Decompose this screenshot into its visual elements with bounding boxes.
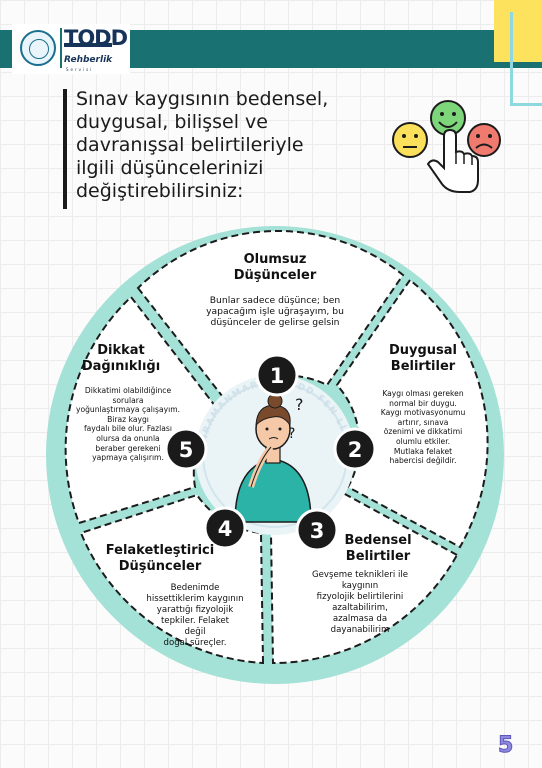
title-line: Sınav kaygısının bedensel, xyxy=(76,88,329,110)
pointing-hand-icon xyxy=(426,128,479,193)
title-line: değiştirebilirsiniz: xyxy=(76,180,244,202)
segment-body: Bunlar sadece düşünce; ben yapacağım işl… xyxy=(206,295,344,328)
segment-body: Bedenimde hissettiklerim kaygının yaratt… xyxy=(146,583,244,648)
title-line: davranışsal belirtileriyle xyxy=(76,134,304,156)
title-line: duygusal, bilişsel ve xyxy=(76,111,268,133)
badge-number: 3 xyxy=(310,519,325,543)
title-accent-bar xyxy=(63,89,67,209)
logo-strip xyxy=(64,43,112,47)
badge-3: 3 xyxy=(295,508,339,552)
badge-number: 4 xyxy=(218,517,233,541)
school-seal-icon xyxy=(20,30,56,66)
page-number: 5 xyxy=(497,733,514,759)
yellow-corner-block xyxy=(494,0,542,62)
badge-number: 5 xyxy=(179,438,194,462)
badge-number: 1 xyxy=(270,364,285,388)
segment-2-shape xyxy=(335,278,489,549)
segment-body: Kaygı olması gereken normal bir duygu. K… xyxy=(380,389,466,466)
page-title: Sınav kaygısının bedensel, duygusal, bil… xyxy=(76,88,376,203)
svg-text:?: ? xyxy=(288,426,295,442)
segment-body: Dikkatimi olabildiğince sorulara yoğunla… xyxy=(75,386,181,463)
badge-1: 1 xyxy=(255,353,299,397)
badge-2: 2 xyxy=(333,427,377,471)
title-line: ilgili düşüncelerinizi xyxy=(76,157,264,179)
logo-divider xyxy=(60,28,62,68)
anxiety-wheel-diagram: KAHRAMANMARAŞ TODD FEN LİSESİ ? ? 1 2 3 … xyxy=(45,225,504,684)
sad-face-icon xyxy=(467,123,501,157)
badge-number: 2 xyxy=(348,438,363,462)
neutral-face-icon xyxy=(392,122,428,158)
emotion-faces-icon xyxy=(392,100,501,193)
thinking-girl-icon: ? ? xyxy=(234,393,312,523)
logo-small-text: Servisi xyxy=(66,67,94,72)
badge-5: 5 xyxy=(164,427,208,471)
segment-body: Gevşeme teknikleri ile kaygının fizyoloj… xyxy=(311,570,409,635)
logo-subtitle: Rehberlik xyxy=(64,55,113,65)
corner-frame-line xyxy=(510,12,542,106)
svg-text:?: ? xyxy=(295,395,304,414)
happy-face-icon xyxy=(430,100,466,136)
badge-4: 4 xyxy=(203,506,247,550)
segment-1-shape xyxy=(136,230,405,403)
